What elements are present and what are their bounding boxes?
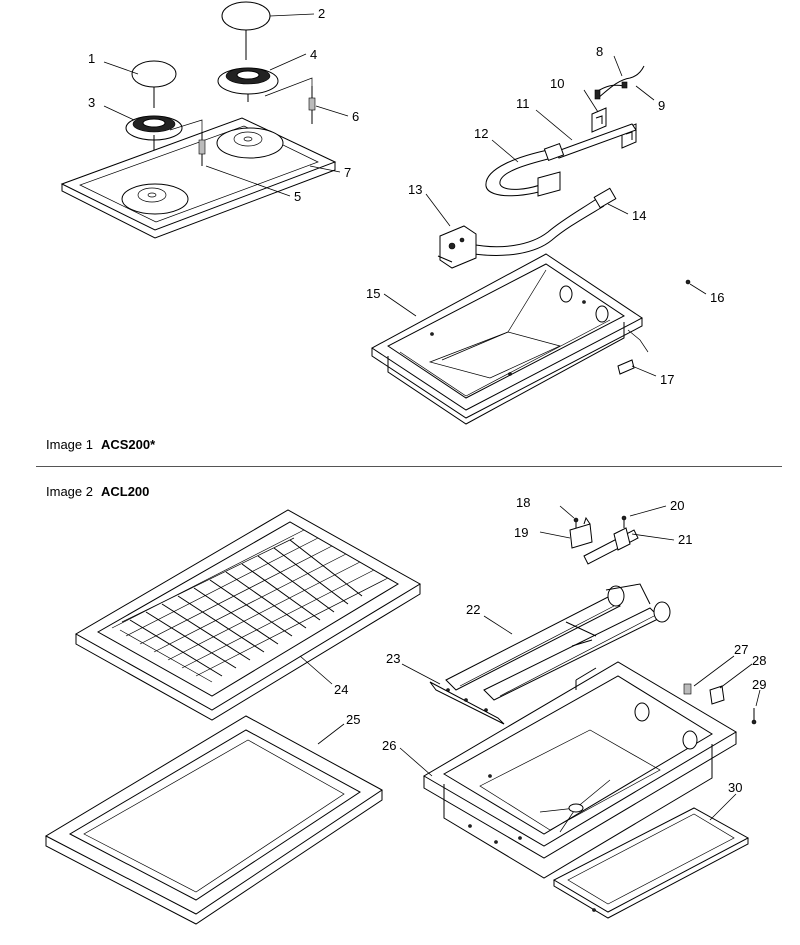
part-25-griddle-pan (44, 715, 383, 925)
callout-5: 5 (294, 189, 301, 204)
callout-17: 17 (660, 372, 674, 387)
part-29-screw (751, 708, 757, 725)
part-27-screw (683, 683, 692, 695)
image-2-label: Image 2 (46, 484, 93, 499)
callout-1: 1 (88, 51, 95, 66)
callout-30: 30 (728, 780, 742, 795)
callout-21: 21 (678, 532, 692, 547)
part-15-burner-box (371, 253, 643, 425)
callout-15: 15 (366, 286, 380, 301)
image-2-callouts: 18 19 20 21 22 23 24 25 26 27 28 29 30 (299, 495, 766, 821)
callout-11: 11 (516, 96, 530, 111)
callout-16: 16 (710, 290, 724, 305)
part-14-burner-tube (464, 187, 617, 256)
image-1-label: Image 1 (46, 437, 93, 452)
callout-9: 9 (658, 98, 665, 113)
callout-26: 26 (382, 738, 396, 753)
callout-24: 24 (334, 682, 348, 697)
part-5-electrode (198, 132, 206, 166)
callout-10: 10 (550, 76, 564, 91)
part-13-valve-bracket (437, 225, 477, 269)
image-1-caption: Image 1 ACS200* (46, 437, 155, 452)
part-6-electrode (308, 86, 316, 124)
part-20-screw (621, 515, 627, 528)
image-2-model: ACL200 (100, 484, 150, 499)
part-16-screw (685, 279, 691, 285)
part-22-burner-tubes (445, 583, 671, 701)
part-23-bracket (429, 681, 505, 725)
callout-14: 14 (632, 208, 646, 223)
part-24-grill-grate (74, 509, 421, 721)
part-7-cooktop-panel (60, 117, 337, 239)
part-19-electrode (569, 516, 593, 549)
part-28-clip (709, 685, 725, 705)
callout-6: 6 (352, 109, 359, 124)
callout-27: 27 (734, 642, 748, 657)
image-1-callouts: 1 2 3 4 5 6 7 8 9 10 11 12 13 14 15 16 1… (88, 6, 724, 387)
part-8-9-wire-harness (594, 65, 645, 100)
callout-18: 18 (516, 495, 530, 510)
part-12-burner-tube (485, 142, 565, 197)
callout-7: 7 (344, 165, 351, 180)
callout-29: 29 (752, 677, 766, 692)
callout-19: 19 (514, 525, 528, 540)
callout-28: 28 (752, 653, 766, 668)
callout-3: 3 (88, 95, 95, 110)
part-2-burner-cap (221, 1, 271, 60)
image-2-caption: Image 2 ACL200 (46, 484, 149, 499)
part-1-burner-cap (131, 60, 177, 108)
part-4-rear-burner (217, 67, 279, 102)
callout-23: 23 (386, 651, 400, 666)
callout-12: 12 (474, 126, 488, 141)
callout-8: 8 (596, 44, 603, 59)
callout-2: 2 (318, 6, 325, 21)
part-21-igniter-tube (583, 527, 639, 565)
part-3-front-burner (125, 115, 183, 150)
callout-4: 4 (310, 47, 317, 62)
part-17-clip (617, 359, 635, 375)
image-1-model: ACS200* (100, 437, 156, 452)
callout-20: 20 (670, 498, 684, 513)
part-30-drip-tray (552, 807, 750, 919)
section-divider (36, 466, 782, 467)
part-26-burner-box (423, 661, 737, 879)
callout-25: 25 (346, 712, 360, 727)
callout-13: 13 (408, 182, 422, 197)
callout-22: 22 (466, 602, 480, 617)
